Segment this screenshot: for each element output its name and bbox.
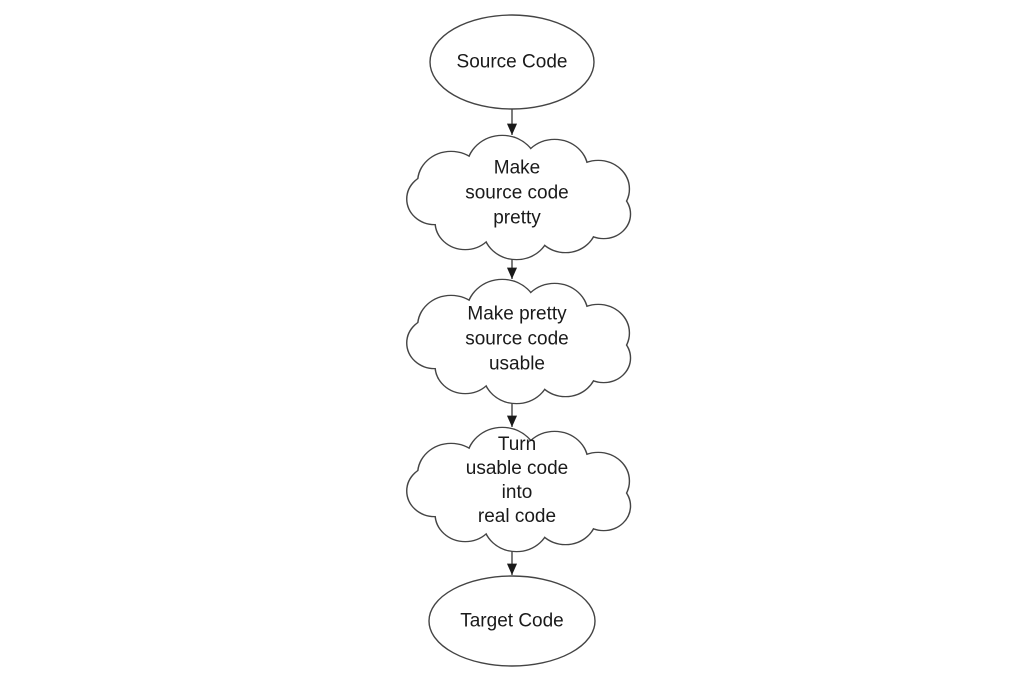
label-line: usable (488, 353, 545, 375)
label-line: usable code (465, 458, 569, 479)
label-line: Make pretty (467, 303, 567, 325)
label-line: pretty (493, 207, 541, 229)
label-line: Turn (497, 434, 537, 455)
node-target-code-shape (428, 575, 596, 667)
label-line: Make (493, 157, 541, 179)
label-line: Target Code (460, 610, 564, 632)
node-make-usable-shape (406, 278, 632, 405)
node-make-pretty-shape (406, 134, 632, 261)
node-make-usable-label: Make pretty source code usable (465, 302, 569, 377)
node-make-pretty-label: Make source code pretty (465, 156, 569, 231)
label-line: real code (477, 506, 557, 527)
node-source-code-shape (429, 14, 595, 110)
label-line: Source Code (456, 51, 568, 73)
label-line: into (501, 482, 533, 503)
node-make-real-label: Turn usable code into real code (466, 433, 568, 529)
node-source-code-label: Source Code (457, 50, 568, 75)
label-line: source code (465, 328, 569, 350)
node-make-real-shape (406, 426, 632, 553)
label-line: source code (465, 182, 569, 204)
node-target-code-label: Target Code (460, 609, 564, 634)
